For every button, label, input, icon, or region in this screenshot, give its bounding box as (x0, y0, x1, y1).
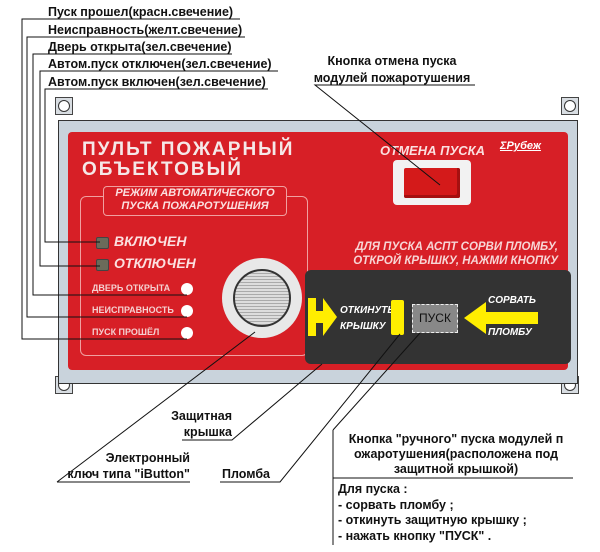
flip-label: ОТКИНУТЬ КРЫШКУ (340, 303, 394, 335)
panel-title: ПУЛЬТ ПОЖАРНЫЙ ОБЪЕКТОВЫЙ (82, 140, 294, 180)
tear-label: ПЛОМБУ (488, 327, 532, 338)
started-label: ПУСК ПРОШЁЛ (92, 327, 160, 337)
panel-title-line: ОБЪЕКТОВЫЙ (82, 159, 243, 180)
flip-label-line: КРЫШКУ (340, 321, 386, 332)
instruction-line: ОТКРОЙ КРЫШКУ, НАЖМИ КНОПКУ (353, 255, 558, 267)
cancel-button[interactable] (393, 160, 471, 205)
callout-ibutton-line: ключ типа "iButton" (67, 467, 190, 481)
started-led (181, 327, 193, 339)
callout-auto-off: Автом.пуск отключен(зел.свечение) (48, 57, 272, 71)
callout-auto-on: Автом.пуск включен(зел.свечение) (48, 75, 266, 89)
seal[interactable] (391, 300, 404, 335)
callout-started: Пуск прошел(красн.свечение) (48, 5, 234, 19)
callout-manual-line: ожаротушения(расположена под (353, 447, 559, 461)
instruction-text: ДЛЯ ПУСКА АСПТ СОРВИ ПЛОМБУ, ОТКРОЙ КРЫШ… (318, 240, 558, 268)
callout-cancel-line: модулей пожаротушения (313, 71, 471, 85)
callout-cover: Защитная крышка (150, 408, 232, 440)
launch-step: - сорвать пломбу ; (338, 497, 454, 512)
callout-door: Дверь открыта(зел.свечение) (48, 40, 232, 54)
auto-mode-label-line: РЕЖИМ АВТОМАТИЧЕСКОГО (115, 187, 275, 199)
flip-label-line: ОТКИНУТЬ (340, 305, 395, 316)
mount-hole-icon (55, 97, 73, 115)
callout-manual-line: защитной крышкой) (393, 462, 519, 476)
fault-label: НЕИСПРАВНОСТЬ (92, 305, 174, 315)
callout-manual-line: Кнопка "ручного" пуска модулей п (348, 432, 564, 446)
callout-cancel: Кнопка отмена пуска модулей пожаротушени… (292, 53, 492, 87)
launch-step: - откинуть защитную крышку ; (338, 513, 527, 527)
panel-title-line: ПУЛЬТ ПОЖАРНЫЙ (82, 139, 295, 160)
flip-arrow-icon (308, 298, 337, 336)
brand-name: Рубеж (506, 140, 541, 152)
tear-label: СОРВАТЬ (488, 295, 536, 306)
callout-seal: Пломба (222, 467, 270, 481)
launch-step: - нажать кнопку "ПУСК" . (338, 528, 492, 543)
callout-cancel-line: Кнопка отмена пуска (327, 54, 457, 68)
fault-led (181, 305, 193, 317)
callout-ibutton-line: Электронный (105, 451, 190, 465)
ibutton-reader[interactable] (222, 258, 302, 338)
launch-steps: Для пуска : - сорвать пломбу ; - откинут… (338, 482, 527, 544)
mount-hole-icon (561, 97, 579, 115)
door-led (181, 283, 193, 295)
cancel-label: ОТМЕНА ПУСКА (380, 143, 486, 158)
brand-logo: ΣРубеж (500, 140, 541, 152)
tear-arrow-icon (464, 302, 538, 334)
launch-step: Для пуска : (338, 482, 408, 496)
callout-cover-line: Защитная (171, 409, 232, 423)
callout-manual: Кнопка "ручного" пуска модулей п ожароту… (336, 432, 576, 477)
door-label: ДВЕРЬ ОТКРЫТА (92, 283, 171, 293)
sigma-icon: Σ (500, 140, 507, 152)
start-button[interactable]: ПУСК (412, 304, 458, 333)
auto-on-led (96, 237, 109, 249)
auto-on-label: ВКЛЮЧЕН (114, 233, 187, 249)
callout-fault: Неисправность(желт.свечение) (48, 23, 243, 37)
auto-mode-label-line: ПУСКА ПОЖАРОТУШЕНИЯ (121, 200, 269, 212)
auto-mode-label: РЕЖИМ АВТОМАТИЧЕСКОГО ПУСКА ПОЖАРОТУШЕНИ… (103, 186, 287, 216)
callout-cover-line: крышка (183, 425, 232, 439)
auto-off-label: ОТКЛЮЧЕН (114, 255, 196, 271)
auto-off-led (96, 259, 109, 271)
instruction-line: ДЛЯ ПУСКА АСПТ СОРВИ ПЛОМБУ, (355, 241, 558, 253)
callout-ibutton: Электронный ключ типа "iButton" (40, 450, 190, 482)
